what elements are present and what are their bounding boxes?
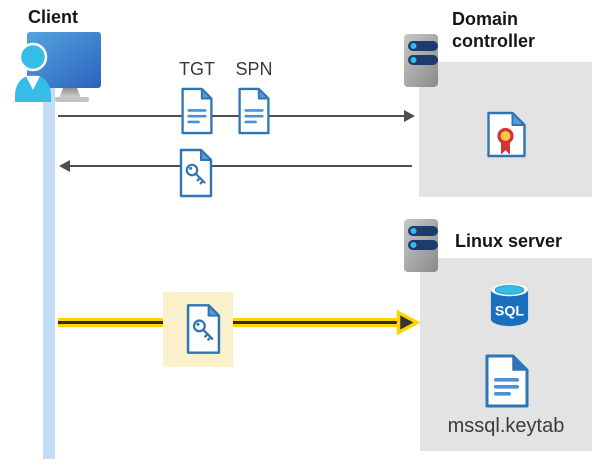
client-timeline-bar	[43, 86, 55, 459]
sql-database-icon: SQL	[490, 283, 529, 327]
sql-icon-text: SQL	[495, 303, 524, 319]
monitor-base	[55, 97, 89, 102]
client-user-workstation-icon	[15, 32, 101, 102]
keytab-document-icon	[485, 354, 529, 408]
tgt-document-icon	[181, 87, 213, 135]
keytab-file-label: mssql.keytab	[447, 415, 565, 437]
service-ticket-key-document-icon	[179, 148, 213, 198]
linux-server-icon	[404, 219, 438, 272]
highlighted-key-document-icon	[186, 304, 221, 354]
client-to-dc-arrow-line	[58, 115, 404, 117]
spn-label: SPN	[235, 59, 273, 79]
client-to-dc-arrow-head	[404, 110, 415, 122]
tgt-label: TGT	[179, 59, 215, 79]
dc-to-client-arrow-line	[70, 165, 412, 167]
domain-controller-label: Domain controller	[452, 9, 536, 51]
monitor-stand	[59, 88, 81, 98]
certificate-icon	[487, 111, 526, 158]
domain-controller-server-icon	[404, 34, 438, 87]
spn-document-icon	[238, 87, 270, 135]
person-collar	[26, 76, 40, 90]
monitor-shape	[27, 32, 101, 88]
client-to-linux-arrow-head	[396, 310, 420, 335]
linux-server-label: Linux server	[455, 231, 563, 251]
client-label: Client	[28, 7, 79, 27]
dc-to-client-arrow-head	[59, 160, 70, 172]
person-head	[18, 42, 48, 72]
